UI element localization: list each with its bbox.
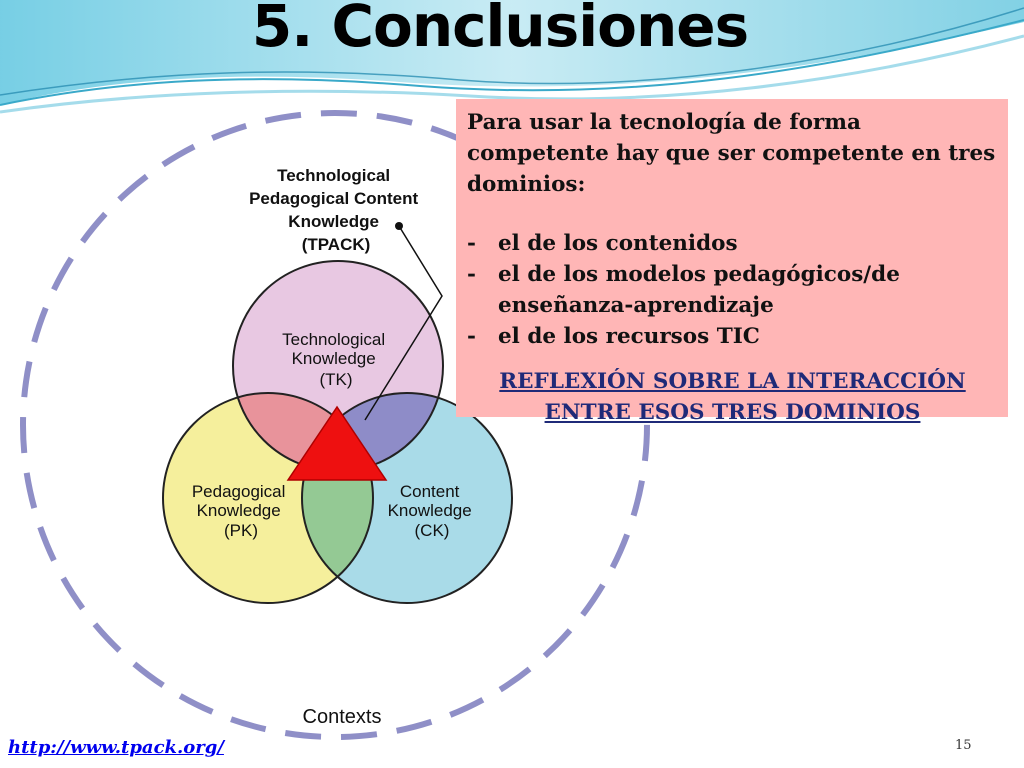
conclusion-textbox: Para usar la tecnología de forma compete… xyxy=(456,99,1008,425)
tpack-leader-line xyxy=(364,225,443,421)
textbox-emphasis: REFLEXIÓN SOBRE LA INTERACCIÓN ENTRE ESO… xyxy=(499,369,966,425)
contexts-label: Contexts xyxy=(303,706,382,728)
list-item: el de los recursos TIC xyxy=(467,321,998,352)
header-wave-decoration xyxy=(0,0,1024,114)
slide-title: 5. Conclusiones xyxy=(251,0,749,60)
list-item: el de los contenidos xyxy=(467,228,998,259)
pk-label: Pedagogical Knowledge (PK) xyxy=(192,482,290,540)
tpack-center-triangle xyxy=(286,405,388,481)
contexts-ring xyxy=(20,110,650,740)
textbox-intro: Para usar la tecnología de forma compete… xyxy=(467,110,996,197)
tpack-label: Technological Pedagogical Content Knowle… xyxy=(249,166,423,254)
page-number: 15 xyxy=(955,738,972,753)
source-link[interactable]: http://www.tpack.org/ xyxy=(8,737,224,758)
ck-label: Content Knowledge (CK) xyxy=(388,482,477,540)
tk-label: Technological Knowledge (TK) xyxy=(282,330,390,389)
list-item: el de los modelos pedagógicos/de enseñan… xyxy=(467,259,998,321)
tpack-diagram: Technological Pedagogical Content Knowle… xyxy=(20,110,650,740)
domains-list: el de los contenidos el de los modelos p… xyxy=(467,228,998,352)
